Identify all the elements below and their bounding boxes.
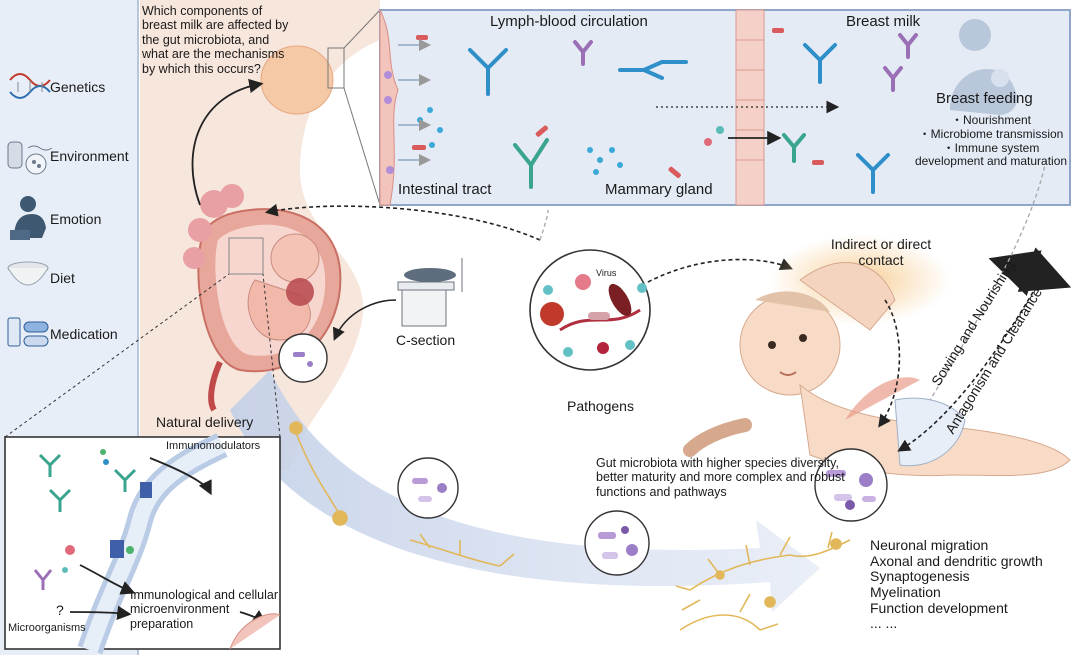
microbiota-circle-2 xyxy=(397,457,459,519)
antagonism-arrow xyxy=(1017,247,1072,292)
outcome-axonal: Axonal and dendritic growth xyxy=(870,552,1043,569)
inset-antibodies xyxy=(33,449,137,590)
question-mark: ? xyxy=(56,602,64,618)
c-section-label: C-section xyxy=(396,332,456,348)
neuro-outcomes-list: Neuronal migration Axonal and dendritic … xyxy=(870,537,1043,632)
pathogens-circle xyxy=(529,249,651,371)
outcome-ellipsis: ... ... xyxy=(870,615,898,632)
factor-emotion-label: Emotion xyxy=(50,211,102,227)
factor-medication-label: Medication xyxy=(50,326,118,342)
mother-feeding-silhouette xyxy=(950,19,1018,115)
bacteria-top xyxy=(412,28,824,178)
contact-label: Indirect or direct contact xyxy=(830,236,932,269)
benefits-list: ・Nourishment ・Microbiome transmission ・I… xyxy=(914,113,1068,169)
outcome-function: Function development xyxy=(870,599,1008,616)
inset-vessel xyxy=(77,433,228,655)
gut-microbiota-summary: Gut microbiota with higher species diver… xyxy=(596,456,845,499)
microenvironment-label: Immunological and cellular microenvironm… xyxy=(130,588,278,631)
molecule-dots xyxy=(417,107,623,175)
intestinal-tract-label: Intestinal tract xyxy=(398,181,492,198)
research-question: Which components of breast milk are affe… xyxy=(142,4,289,76)
benefit-immune: Immune system development and maturation xyxy=(914,140,1068,169)
microbiota-circle-3 xyxy=(584,510,650,576)
microorganisms-label: Microorganisms xyxy=(8,622,86,634)
c-section-bed-icon xyxy=(397,258,463,327)
infant-illustration xyxy=(683,235,1071,477)
medication-icon xyxy=(7,317,49,347)
benefit-nourishment: Nourishment xyxy=(962,113,1032,127)
development-arrow xyxy=(230,370,820,612)
immunomodulators-label: Immunomodulators xyxy=(166,440,261,452)
breast-milk-label: Breast milk xyxy=(846,13,921,30)
vessel-column xyxy=(735,9,765,206)
lymph-blood-label: Lymph-blood circulation xyxy=(490,13,648,30)
factor-diet-label: Diet xyxy=(50,270,75,286)
outcome-migration: Neuronal migration xyxy=(870,537,989,553)
outcome-myelination: Myelination xyxy=(870,584,941,601)
natural-delivery-label: Natural delivery xyxy=(156,414,254,430)
factor-environment-label: Environment xyxy=(50,148,129,164)
intestine-zoom-box xyxy=(228,237,264,275)
environment-icon xyxy=(7,141,53,175)
antibody-group xyxy=(468,33,918,194)
breast-feeding-label: Breast feeding xyxy=(936,90,1033,107)
factor-genetics-label: Genetics xyxy=(50,79,106,95)
pathogens-label: Pathogens xyxy=(567,398,634,414)
intestine-mother xyxy=(183,184,244,269)
virus-label: Virus xyxy=(596,268,617,278)
emotion-icon xyxy=(10,196,46,240)
neuron-network xyxy=(289,421,851,631)
dna-icon xyxy=(9,73,51,99)
mammary-gland-label: Mammary gland xyxy=(605,181,713,198)
diet-bowl-icon xyxy=(7,261,49,286)
uterus-with-fetus xyxy=(197,208,342,412)
benefit-microbiome: Microbiome transmission xyxy=(930,126,1064,141)
intestinal-wall xyxy=(379,9,399,206)
microbiota-circle-4 xyxy=(814,448,888,522)
breast-zoom-box xyxy=(327,47,345,89)
microbiota-circle-1 xyxy=(278,333,328,383)
outcome-synaptogenesis: Synaptogenesis xyxy=(870,568,970,585)
